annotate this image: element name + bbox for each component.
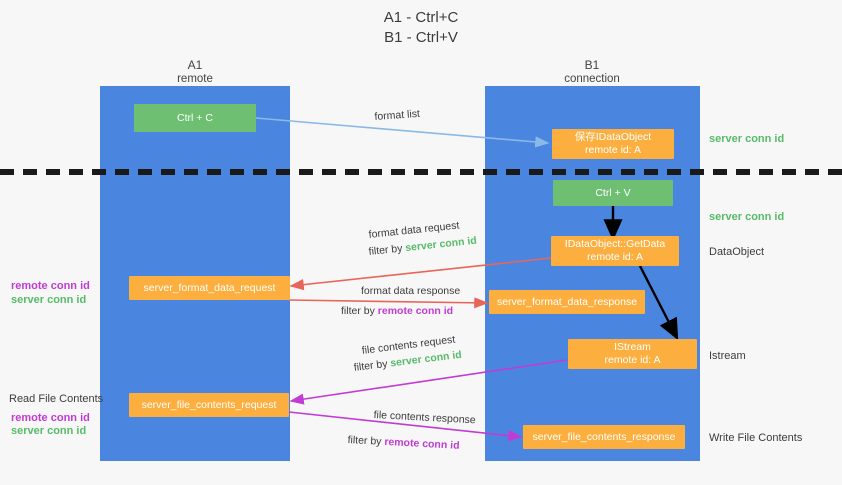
label-server-conn-id-1-text: server conn id <box>11 294 87 306</box>
label-read-file-contents: Read File Contents <box>9 392 103 406</box>
label-remote-conn-id-1: remote conn id <box>11 279 90 293</box>
label-read-file-contents-text: Read File Contents <box>9 393 104 405</box>
column-b1-name: B1 <box>584 58 600 72</box>
edge-filter-prefix-2: filter by <box>341 305 378 317</box>
label-istream: Istream <box>709 349 746 363</box>
node-server-file-contents-request[interactable]: server_file_contents_request <box>129 393 289 417</box>
arrow-file-contents-response <box>288 411 523 442</box>
label-server-conn-id-2: server conn id <box>11 424 86 438</box>
arrow-format-data-request <box>289 257 552 291</box>
label-server-conn-id-2-text: server conn id <box>11 425 87 437</box>
node-server-file-contents-request-label: server_file_contents_request <box>141 398 277 411</box>
node-istream[interactable]: IStream remote id: A <box>568 339 697 369</box>
arrow-file-contents-request <box>289 359 568 405</box>
label-dataobject-text: DataObject <box>709 246 765 258</box>
node-save-idataobject[interactable]: 保存IDataObject remote id: A <box>552 129 674 159</box>
edge-label-format-data-response-filter: filter by remote conn id <box>341 304 453 318</box>
node-save-idataobject-line1: 保存IDataObject <box>574 131 652 143</box>
label-server-conn-id-mid-text: server conn id <box>709 211 785 223</box>
label-server-conn-id-1: server conn id <box>11 293 86 307</box>
edge-filter-value-4: remote conn id <box>384 435 460 452</box>
page-title: A1 - Ctrl+C B1 - Ctrl+V <box>0 8 842 48</box>
node-server-file-contents-response[interactable]: server_file_contents_response <box>523 425 685 449</box>
label-remote-conn-id-2: remote conn id <box>11 411 90 425</box>
label-server-conn-id-mid: server conn id <box>709 210 784 224</box>
node-server-format-data-response[interactable]: server_format_data_response <box>489 290 645 314</box>
node-server-format-data-request[interactable]: server_format_data_request <box>129 276 290 300</box>
node-ctrl-v-label: Ctrl + V <box>595 186 631 199</box>
label-write-file-contents-text: Write File Contents <box>709 432 803 444</box>
label-remote-conn-id-1-text: remote conn id <box>11 280 90 292</box>
column-header-a1: A1 remote <box>115 58 275 86</box>
label-remote-conn-id-2-text: remote conn id <box>11 412 90 424</box>
node-getdata-line1: IDataObject::GetData <box>564 238 666 250</box>
column-b1-sub: connection <box>564 73 620 85</box>
node-server-file-contents-response-label: server_file_contents_response <box>532 430 676 443</box>
column-a1-sub: remote <box>177 73 213 85</box>
label-dataobject: DataObject <box>709 245 764 259</box>
edge-label-format-data-response-text: format data response <box>361 285 461 297</box>
column-a1-name: A1 <box>187 58 203 72</box>
column-header-b1: B1 connection <box>512 58 672 86</box>
edge-filter-prefix-4: filter by <box>347 433 385 448</box>
label-write-file-contents: Write File Contents <box>709 431 802 445</box>
node-istream-line2: remote id: A <box>604 354 661 366</box>
node-ctrl-v[interactable]: Ctrl + V <box>553 180 673 206</box>
node-ctrl-c-label: Ctrl + C <box>177 111 213 124</box>
arrow-format-list <box>255 117 550 148</box>
node-save-idataobject-line2: remote id: A <box>584 144 642 156</box>
arrow-format-data-response <box>288 297 489 309</box>
arrow-getdata-to-istream <box>638 265 679 341</box>
edge-filter-prefix-1: filter by <box>368 242 406 258</box>
node-getdata-line2: remote id: A <box>586 251 644 263</box>
node-server-format-data-response-label: server_format_data_response <box>496 295 638 308</box>
edge-filter-value-2: remote conn id <box>377 305 454 317</box>
label-server-conn-id-top: server conn id <box>709 132 784 146</box>
node-ctrl-c[interactable]: Ctrl + C <box>134 104 256 132</box>
node-istream-line1: IStream <box>614 341 651 353</box>
node-idataobject-getdata[interactable]: IDataObject::GetData remote id: A <box>551 236 679 266</box>
edge-label-format-data-response: format data response <box>361 284 460 298</box>
edge-label-format-list-text: format list <box>374 107 421 123</box>
label-server-conn-id-top-text: server conn id <box>709 133 785 145</box>
title-line-1: A1 - Ctrl+C <box>383 9 459 26</box>
node-server-format-data-request-label: server_format_data_request <box>143 281 276 294</box>
title-line-2: B1 - Ctrl+V <box>384 29 458 46</box>
label-istream-text: Istream <box>709 350 746 362</box>
